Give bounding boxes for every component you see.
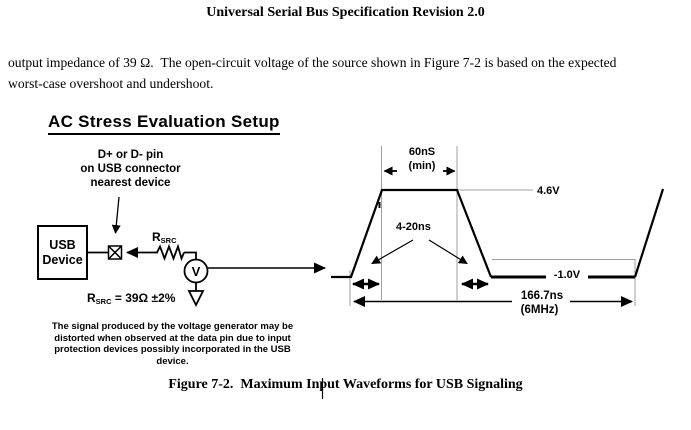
transition-time-label: 4-20ns [396, 221, 431, 233]
waveform-next-rise-trace [633, 188, 665, 278]
usb-device-label: USB Device [42, 237, 83, 267]
body-paragraph: output impedance of 39 Ω. The open-circu… [8, 55, 617, 91]
waveform-pulse-trace [331, 188, 493, 279]
resistor-symbol-icon [156, 243, 185, 262]
transition-leader-arrow-right [428, 239, 468, 265]
low-voltage-label: -1.0V [553, 269, 581, 281]
pin-callout-label: D+ or D- pin on USB connector nearest de… [80, 149, 181, 189]
ground-symbol-icon [187, 290, 205, 308]
pulse-width-qualifier-label: (min) [408, 160, 436, 172]
transition-leader-arrow-left [371, 239, 414, 265]
generator-note: The signal produced by the voltage gener… [51, 321, 294, 367]
period-label: 166.7ns [520, 290, 564, 302]
voltage-source-label: V [191, 264, 201, 279]
page-title: Universal Serial Bus Specification Revis… [206, 5, 485, 20]
pulse-width-label: 60nS [408, 146, 436, 158]
frequency-label: (6MHz) [520, 304, 559, 316]
pin-label-arrow [111, 196, 121, 234]
resistor-value-label: RSRC = 39Ω ±2% [87, 291, 176, 306]
figure-caption: Figure 7-2. Maximum Input Waveforms for … [168, 377, 523, 392]
resistor-to-source-wire [184, 251, 197, 260]
section-heading: AC Stress Evaluation Setup [48, 112, 280, 135]
pin-symbol-icon [107, 245, 123, 260]
high-voltage-label: 4.6V [537, 185, 560, 197]
resistor-label: RSRC [152, 230, 177, 245]
usb-device-box: USB Device [37, 225, 88, 280]
